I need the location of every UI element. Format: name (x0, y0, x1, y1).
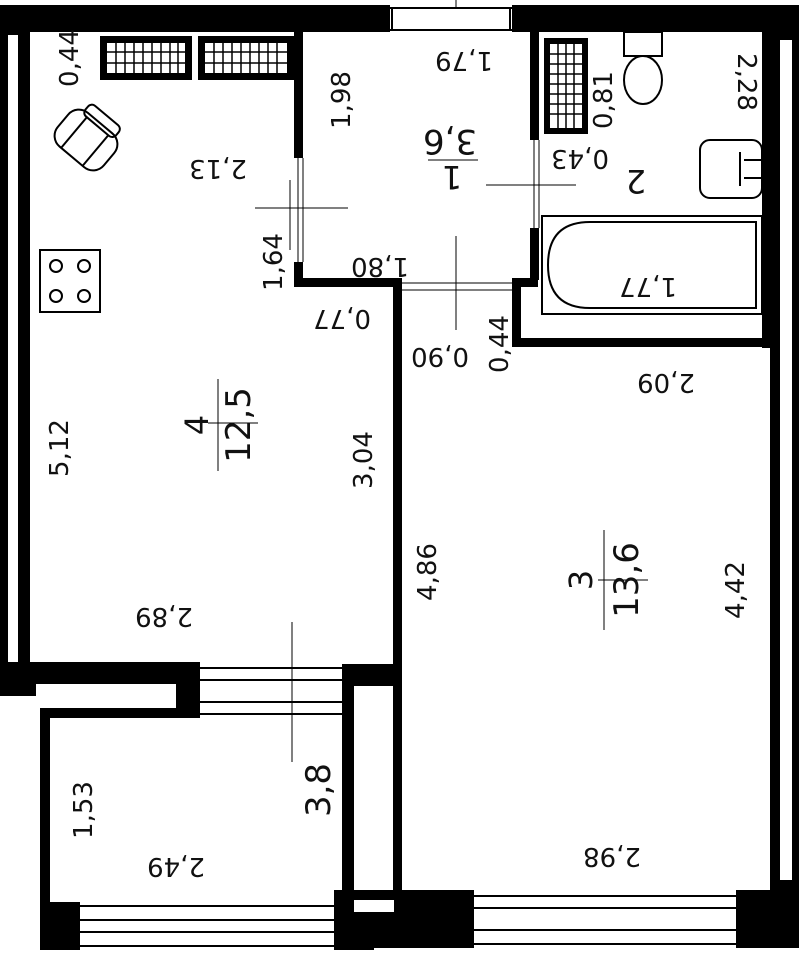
room-2-number: 2 (626, 162, 646, 200)
windows (80, 7, 736, 947)
shower-rack-icon (544, 38, 588, 134)
bath-bottom-wall (512, 338, 772, 347)
stove-icon (39, 249, 101, 313)
bathtub-icon (541, 215, 763, 315)
room-bottom-left-post (342, 664, 402, 686)
dim-label: 1,64 (259, 233, 289, 291)
room-left-lower (393, 664, 402, 896)
dim-label: 0,43 (551, 143, 609, 173)
room-1-number: 1 (442, 158, 462, 196)
dim-label: 0,77 (313, 303, 371, 333)
dim-label: 1,79 (435, 45, 493, 75)
balcony-area: 3,8 (299, 763, 339, 817)
kitchen-room-wall (393, 278, 402, 665)
bath-right-wall (762, 28, 772, 348)
room-3-number: 3 (562, 570, 600, 590)
dim-label: 2,28 (731, 53, 761, 111)
dim-label: 0,81 (589, 71, 619, 129)
room-3-label: 3 13,6 (562, 530, 647, 630)
balcony-top-wall (0, 662, 200, 684)
room-1-area: 3,6 (423, 121, 477, 161)
balcony-door (200, 667, 342, 715)
radiator-icon (198, 36, 294, 80)
room-4-label: 4 12,5 (178, 379, 259, 471)
balcony-bottom-left (40, 902, 80, 950)
dim-label: 2,49 (147, 851, 205, 881)
dim-label: 2,89 (135, 601, 193, 631)
balcony-inner-top (40, 708, 200, 718)
dim-label: 5,12 (45, 419, 75, 477)
dim-label: 1,80 (351, 251, 409, 281)
dim-label: 0,90 (411, 341, 469, 371)
radiator-icon (100, 36, 192, 80)
balcony-right-wall (342, 710, 354, 910)
dim-label: 0,44 (55, 29, 85, 87)
dim-label: 1,77 (619, 271, 677, 301)
dim-label: 3,04 (349, 431, 379, 489)
wc-wall-lower (530, 228, 539, 280)
door-openings (297, 140, 540, 291)
bath-jog-top (512, 278, 538, 287)
room-4-number: 4 (178, 415, 216, 435)
bath-jog-side (512, 278, 521, 346)
top-wall-right (512, 5, 799, 32)
dim-label: 1,53 (69, 781, 99, 839)
dim-label: 4,42 (721, 561, 751, 619)
dimensions: 0,44 2,13 1,98 1,79 0,81 0,43 2,28 1,64 … (45, 29, 761, 881)
dim-label: 4,86 (413, 543, 443, 601)
balcony-window (80, 905, 334, 947)
room-bottom-left-wall (334, 890, 474, 948)
room-2-label: 2 (626, 162, 646, 200)
dim-label: 2,13 (189, 153, 247, 183)
partition-upper (294, 32, 303, 158)
balcony-left-wall (40, 708, 50, 912)
room-bottom-right-wall (736, 890, 799, 948)
wc-wall-upper (530, 32, 539, 140)
dim-label: 1,98 (327, 71, 357, 129)
dim-label: 2,09 (637, 367, 695, 397)
sink-icon (699, 139, 763, 199)
partition-horizontal (294, 278, 402, 287)
balcony-label: 3,8 (299, 763, 339, 817)
room-3-area: 13,6 (607, 542, 647, 618)
room-4-area: 12,5 (219, 387, 259, 463)
dim-label: 0,44 (485, 315, 515, 373)
top-wall-left (0, 5, 390, 32)
guide-lines (208, 0, 648, 762)
toilet-icon (623, 31, 663, 105)
partition-stub (294, 262, 303, 280)
armchair-icon (53, 103, 121, 172)
room-window (474, 895, 736, 945)
room-1-label: 1 3,6 (423, 121, 477, 196)
walls (0, 5, 799, 950)
dim-label: 2,98 (583, 841, 641, 871)
